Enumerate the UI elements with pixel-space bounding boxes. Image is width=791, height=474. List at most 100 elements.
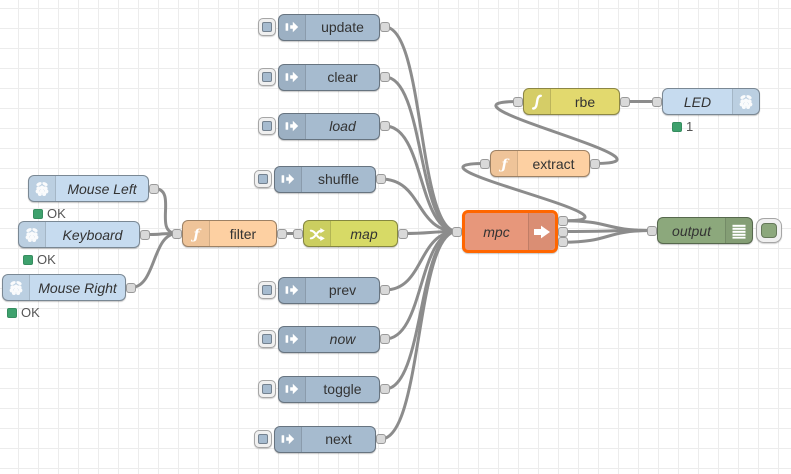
status-dot-icon <box>23 254 33 265</box>
node-load[interactable]: load <box>258 112 390 140</box>
node-now[interactable]: now <box>258 325 390 353</box>
output-port[interactable] <box>380 121 390 131</box>
node-label: mpc <box>483 223 510 240</box>
input-port[interactable] <box>513 96 523 107</box>
output-port[interactable] <box>380 285 390 295</box>
status-dot-icon <box>33 208 43 219</box>
node-label: toggle <box>323 381 362 397</box>
inject-button[interactable] <box>258 18 276 36</box>
input-port[interactable] <box>293 228 303 239</box>
node-prev[interactable]: prev <box>258 276 390 304</box>
node-label: update <box>321 19 364 35</box>
output-port[interactable] <box>126 282 136 293</box>
wire-next-to-mpc[interactable] <box>379 230 459 441</box>
inject-button[interactable] <box>258 281 276 299</box>
node-label: now <box>329 331 356 347</box>
inject-icon <box>279 326 306 352</box>
node-toggle[interactable]: toggle <box>258 375 390 403</box>
inject-button-face <box>262 334 272 344</box>
node-label: next <box>325 431 352 447</box>
output-port[interactable] <box>376 434 386 444</box>
arrow-right-icon <box>528 213 555 250</box>
wire-extract-to-rbe[interactable] <box>494 100 619 165</box>
wire-update-to-mpc[interactable] <box>383 25 459 233</box>
inject-button-face <box>262 22 272 32</box>
inject-button[interactable] <box>254 430 272 448</box>
node-keyboard[interactable]: Keyboard <box>18 221 150 248</box>
node-clear[interactable]: clear <box>258 63 390 91</box>
status-text: OK <box>47 206 66 221</box>
debug-toggle-button[interactable] <box>756 218 782 243</box>
output-port[interactable] <box>380 334 390 344</box>
node-map[interactable]: map <box>293 220 408 247</box>
output-port[interactable] <box>380 22 390 32</box>
node-shuffle[interactable]: shuffle <box>254 165 386 193</box>
input-port[interactable] <box>647 225 657 236</box>
wire-mouse-left-to-filter[interactable] <box>152 187 179 235</box>
node-label: output <box>672 222 711 239</box>
node-next[interactable]: next <box>254 425 386 453</box>
svg-text:ƒ: ƒ <box>498 156 510 171</box>
node-rbe[interactable]: rbe <box>513 88 630 115</box>
output-port[interactable] <box>376 174 386 184</box>
node-mouse-left[interactable]: Mouse Left <box>28 175 159 202</box>
node-label: load <box>329 118 356 134</box>
raspberry-pi-icon <box>29 176 56 201</box>
inject-icon <box>279 64 306 90</box>
wire-shuffle-to-mpc[interactable] <box>379 177 459 233</box>
input-port[interactable] <box>652 96 662 107</box>
inject-button[interactable] <box>258 68 276 86</box>
node-mpc[interactable]: mpc <box>452 210 568 253</box>
input-port[interactable] <box>172 228 182 239</box>
output-port[interactable] <box>558 237 568 248</box>
status-indicator: OK <box>23 252 56 267</box>
function-icon: ƒ <box>183 221 210 246</box>
node-label: clear <box>327 69 358 85</box>
wire-mpc-to-output[interactable] <box>561 219 654 232</box>
node-label: Mouse Left <box>67 180 137 197</box>
output-port[interactable] <box>620 96 630 107</box>
input-port[interactable] <box>452 226 462 237</box>
output-port[interactable] <box>380 72 390 82</box>
wire-toggle-to-mpc[interactable] <box>383 230 459 391</box>
output-port[interactable] <box>380 384 390 394</box>
inject-button[interactable] <box>254 170 272 188</box>
output-port[interactable] <box>277 228 287 239</box>
input-port[interactable] <box>480 158 490 169</box>
inject-icon <box>275 166 302 192</box>
debug-icon <box>725 218 752 243</box>
inject-icon <box>279 14 306 40</box>
inject-button-face <box>262 72 272 82</box>
status-indicator: OK <box>33 206 66 221</box>
inject-button[interactable] <box>258 380 276 398</box>
wire-mpc-to-output[interactable] <box>561 229 654 244</box>
output-port[interactable] <box>558 226 568 237</box>
inject-icon <box>279 113 306 139</box>
wire-load-to-mpc[interactable] <box>383 124 459 233</box>
node-mouse-right[interactable]: Mouse Right <box>2 274 136 301</box>
output-port[interactable] <box>590 158 600 169</box>
node-label: prev <box>328 282 357 298</box>
output-port[interactable] <box>149 183 159 194</box>
inject-button-face <box>258 174 268 184</box>
wire-mpc-to-extract[interactable] <box>461 162 587 223</box>
wire-mouse-right-to-filter[interactable] <box>129 232 179 289</box>
inject-icon <box>279 376 306 402</box>
wire-clear-to-mpc[interactable] <box>383 75 459 233</box>
output-port[interactable] <box>398 228 408 239</box>
status-text: OK <box>21 305 40 320</box>
inject-button[interactable] <box>258 117 276 135</box>
output-port[interactable] <box>558 215 568 226</box>
debug-toggle-face <box>761 223 777 238</box>
output-port[interactable] <box>140 229 150 240</box>
node-update[interactable]: update <box>258 13 390 41</box>
status-indicator: 1 <box>672 119 693 134</box>
inject-button[interactable] <box>258 330 276 348</box>
svg-text:ƒ: ƒ <box>190 226 202 241</box>
node-led[interactable]: LED <box>652 88 760 115</box>
node-label: Keyboard <box>62 226 123 243</box>
node-output[interactable]: output <box>647 217 782 244</box>
